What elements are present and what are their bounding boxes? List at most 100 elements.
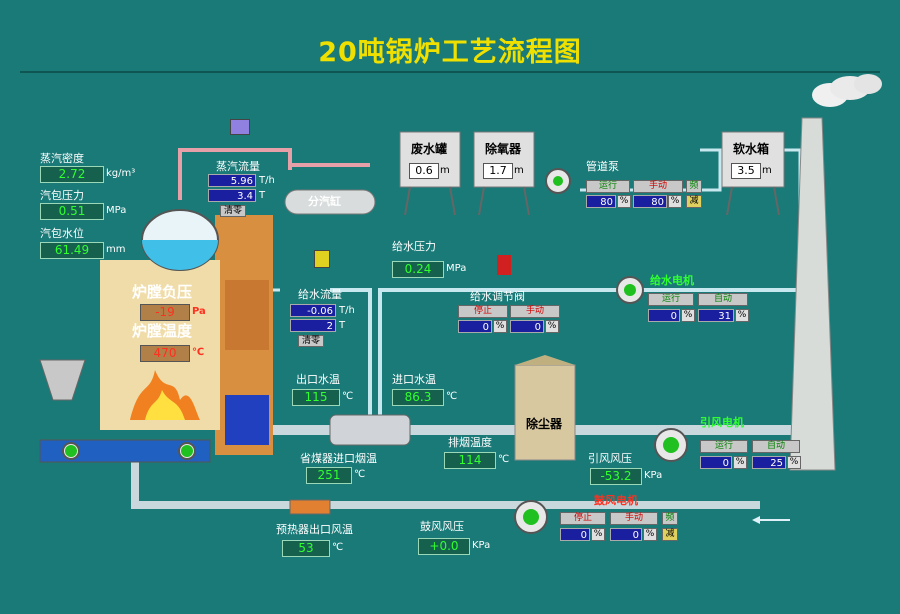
blower-motor-freq-indicator: 频: [662, 512, 678, 525]
deaerator-label: 除氧器: [485, 142, 522, 156]
feed-valve-value-1: 0: [458, 320, 492, 333]
feed-flow-total: 2: [290, 319, 336, 332]
feed-flow-rate: -0.06: [290, 304, 336, 317]
steam-flow-rate: 5.96: [208, 174, 256, 187]
feed-flow-clear-button[interactable]: 清零: [298, 335, 324, 347]
feed-motor-value-2: 31: [698, 309, 734, 322]
blower-motor-stop-button[interactable]: 停止: [560, 512, 606, 525]
blower-motor-manual-button[interactable]: 手动: [610, 512, 658, 525]
steam-flow-total-unit: T: [259, 190, 266, 201]
feed-motor-pump-icon[interactable]: [616, 276, 644, 304]
preheater-outlet-temp-value: 53: [282, 540, 330, 557]
inlet-water-temp-unit: ℃: [446, 391, 458, 402]
feed-flow-label: 给水流量: [298, 288, 342, 301]
pipe-pump-value-1: 80: [586, 195, 616, 208]
soft-tank-label: 软水箱: [733, 142, 770, 156]
induced-pressure-unit: KPa: [644, 470, 663, 481]
steam-density-unit: kg/m³: [106, 168, 136, 179]
feed-motor-value-1: 0: [648, 309, 680, 322]
induced-motor-value-1: 0: [700, 456, 732, 469]
induced-motor-label: 引风电机: [700, 416, 744, 429]
inlet-water-temp-value: 86.3: [392, 389, 444, 406]
pipe-pump-run-button[interactable]: 运行: [586, 180, 630, 193]
feed-valve-pct-2: %: [545, 320, 559, 333]
steam-density-label: 蒸汽密度: [40, 152, 84, 165]
feed-valve-icon[interactable]: [497, 255, 511, 275]
induced-fan-icon[interactable]: [654, 428, 688, 462]
feed-motor-label: 给水电机: [650, 274, 694, 287]
soft-tank-unit: m: [762, 165, 772, 176]
blower-motor-value-2: 0: [610, 528, 642, 541]
drum-pressure-value: 0.51: [40, 203, 104, 220]
feed-motor-pct-2: %: [735, 309, 749, 322]
dust-collector-label: 除尘器: [526, 417, 563, 431]
page-title: 20吨锅炉工艺流程图: [318, 37, 582, 68]
feed-motor-auto-button[interactable]: 自动: [698, 293, 748, 306]
deaerator-value: 1.7: [483, 163, 513, 179]
preheater-outlet-temp-label: 预热器出口风温: [276, 523, 353, 536]
blower-fan-icon[interactable]: [514, 500, 548, 534]
steam-flow-total: 3.4: [208, 189, 256, 202]
induced-pressure-label: 引风风压: [588, 452, 632, 465]
economizer-inlet-temp-unit: ℃: [354, 469, 366, 480]
exhaust-temp-label: 排烟温度: [448, 436, 492, 449]
economizer-inlet-temp-value: 251: [306, 467, 352, 484]
induced-motor-auto-button[interactable]: 自动: [752, 440, 800, 453]
steam-flow-label: 蒸汽流量: [216, 160, 260, 173]
deaerator-unit: m: [514, 165, 524, 176]
pipe-pump-pct-1: %: [617, 195, 631, 208]
drum-pressure-unit: MPa: [106, 205, 127, 216]
feed-motor-pct-1: %: [681, 309, 695, 322]
waste-tank-unit: m: [440, 165, 450, 176]
economizer-inlet-temp-label: 省煤器进口烟温: [300, 452, 377, 465]
pipe-pump-freq-indicator: 频: [686, 180, 702, 193]
feed-flow-total-unit: T: [339, 320, 346, 331]
blower-motor-reduce-indicator[interactable]: 减: [662, 528, 678, 541]
steam-flow-clear-button[interactable]: 清零: [220, 205, 246, 217]
induced-motor-pct-1: %: [733, 456, 747, 469]
furnace-neg-pressure-label: 炉膛负压: [132, 283, 193, 301]
drum-pressure-label: 汽包压力: [40, 189, 84, 202]
conveyor-roller-right-icon: [178, 442, 196, 460]
drum-level-unit: mm: [106, 244, 126, 255]
feed-valve-label: 给水调节阀: [470, 290, 525, 303]
steam-header-label: 分汽缸: [308, 195, 341, 208]
conveyor-roller-left-icon: [62, 442, 80, 460]
furnace-temp-value: 470: [140, 345, 190, 362]
exhaust-temp-unit: ℃: [498, 454, 510, 465]
waste-tank-value: 0.6: [409, 163, 439, 179]
blower-pressure-unit: KPa: [472, 540, 491, 551]
feed-pressure-unit: MPa: [446, 263, 467, 274]
steam-density-value: 2.72: [40, 166, 104, 183]
feed-flowmeter-icon: [314, 250, 330, 268]
pipe-pump-label: 管道泵: [586, 160, 619, 173]
blower-motor-pct-2: %: [643, 528, 657, 541]
furnace-temp-unit: ℃: [192, 347, 205, 358]
pipe-pump-icon[interactable]: [545, 168, 571, 194]
drum-level-value: 61.49: [40, 242, 104, 259]
induced-motor-value-2: 25: [752, 456, 786, 469]
exhaust-temp-value: 114: [444, 452, 496, 469]
furnace-neg-pressure-value: -19: [140, 304, 190, 321]
blower-motor-pct-1: %: [591, 528, 605, 541]
outlet-water-temp-unit: ℃: [342, 391, 354, 402]
pipe-pump-value-2: 80: [633, 195, 667, 208]
pipe-pump-manual-button[interactable]: 手动: [633, 180, 683, 193]
feed-flow-rate-unit: T/h: [339, 305, 355, 316]
feed-motor-run-button[interactable]: 运行: [648, 293, 694, 306]
furnace-neg-pressure-unit: Pa: [192, 306, 206, 317]
blower-motor-label: 鼓风电机: [594, 494, 638, 507]
waste-tank-label: 废水罐: [411, 142, 448, 156]
feed-valve-manual-button[interactable]: 手动: [510, 305, 560, 318]
feed-valve-stop-button[interactable]: 停止: [458, 305, 508, 318]
steam-flowmeter-icon: [230, 119, 250, 135]
drum-level-label: 汽包水位: [40, 227, 84, 240]
feed-valve-value-2: 0: [510, 320, 544, 333]
outlet-water-temp-value: 115: [292, 389, 340, 406]
induced-motor-pct-2: %: [787, 456, 801, 469]
steam-flow-rate-unit: T/h: [259, 175, 275, 186]
pipe-pump-pct-2: %: [668, 195, 682, 208]
induced-motor-run-button[interactable]: 运行: [700, 440, 748, 453]
pipe-pump-reduce-indicator[interactable]: 减: [686, 195, 702, 208]
soft-tank-value: 3.5: [731, 163, 761, 179]
